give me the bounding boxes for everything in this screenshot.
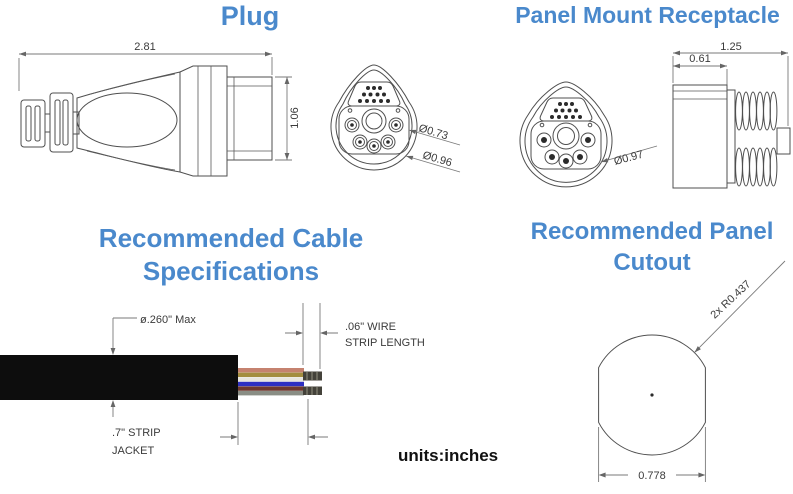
receptacle-outer-dia-text: Ø0.97 <box>613 149 645 168</box>
wire-strip-text-line1: .06" WIRE <box>345 321 396 333</box>
plug-face-view: Ø0.73 Ø0.96 <box>330 64 461 173</box>
cable-section-title: Recommended Cable Specifications <box>78 222 384 288</box>
strip-jacket-text-line1: .7" STRIP <box>112 427 161 439</box>
strip-jacket-dimension: .7" STRIP JACKET <box>112 399 328 457</box>
plug-face-outline <box>330 64 418 171</box>
plug-center-bore <box>361 108 387 134</box>
receptacle-overall-length-text: 1.25 <box>720 41 741 53</box>
receptacle-side-view: 1.25 0.61 <box>672 41 791 189</box>
units-note: units:inches <box>398 446 499 465</box>
plug-signal-pins <box>358 86 390 103</box>
plug-power-sockets <box>344 117 404 154</box>
plug-grip-oval <box>76 92 178 148</box>
cable-wire <box>238 391 304 396</box>
cable-wire <box>238 372 304 377</box>
cable-jacket <box>0 355 238 400</box>
receptacle-body <box>672 84 736 189</box>
receptacle-signal-pins <box>550 102 582 119</box>
cable-wire <box>238 368 304 373</box>
receptacle-face-view: Ø0.97 <box>519 81 658 188</box>
plug-body <box>76 71 181 173</box>
cutout-width-dimension: 0.778 <box>598 427 706 482</box>
wire-strip-length-dimension: .06" WIRE STRIP LENGTH <box>285 303 425 369</box>
wire-strip-text-line2: STRIP LENGTH <box>345 337 425 349</box>
plug-coupling-ring <box>179 65 228 177</box>
plug-length-dim-text: 2.81 <box>134 41 155 53</box>
cable-dia-dimension: ø.260" Max <box>110 314 196 417</box>
cutout-center-mark <box>650 393 654 397</box>
receptacle-rear-terminal <box>776 127 791 155</box>
plug-length-dimension: 2.81 <box>18 41 273 91</box>
receptacle-body-length-text: 0.61 <box>689 53 710 65</box>
receptacle-body-length-dimension: 0.61 <box>673 53 728 85</box>
plug-mating-end <box>226 76 273 161</box>
plug-outer-dia-text: Ø0.96 <box>421 149 453 169</box>
plug-height-dimension: 1.06 <box>275 76 301 161</box>
receptacle-power-sockets <box>536 132 596 169</box>
receptacle-face-outline <box>519 81 613 188</box>
plug-section-title: Plug <box>220 1 280 31</box>
wire-strip-tips <box>303 371 322 395</box>
receptacle-power-socket-block <box>530 120 602 170</box>
cutout-section-title: Recommended Panel Cutout <box>500 216 793 278</box>
cable-title-line2: Specifications <box>142 256 320 286</box>
plug-power-socket-block <box>338 105 410 155</box>
receptacle-overall-length-dimension: 1.25 <box>672 41 789 126</box>
plug-signal-pin-block <box>347 81 401 107</box>
panel-cutout-drawing: 2x R0.437 0.778 <box>598 260 786 482</box>
receptacle-center-bore <box>552 122 580 150</box>
strip-jacket-text-line2: JACKET <box>112 445 154 457</box>
plug-side-view: 2.81 1.06 <box>18 41 301 177</box>
cable-dia-text: ø.260" Max <box>140 314 196 326</box>
plug-strain-relief <box>20 92 80 153</box>
receptacle-signal-pin-block <box>539 97 593 122</box>
cable-wire <box>238 386 304 391</box>
cutout-width-text: 0.778 <box>638 470 666 482</box>
cable-wire <box>238 381 304 387</box>
receptacle-threads <box>735 91 791 187</box>
cutout-radius-dimension: 2x R0.437 <box>694 260 786 353</box>
plug-face-dimensions: Ø0.73 Ø0.96 <box>405 122 461 173</box>
cable-wires <box>238 368 304 396</box>
cutout-shape <box>598 334 706 456</box>
plug-height-dim-text: 1.06 <box>289 107 301 128</box>
cable-title-line1: Recommended Cable <box>98 223 364 253</box>
receptacle-section-title: Panel Mount Receptacle <box>515 2 780 28</box>
plug-socket-circle-dia-text: Ø0.73 <box>417 122 449 142</box>
cable-wire <box>238 377 304 382</box>
cutout-title-line2: Cutout <box>613 249 691 276</box>
cable-drawing: ø.260" Max .06" WIRE STRIP LENGTH .7" ST… <box>0 303 425 457</box>
cutout-title-line1: Recommended Panel <box>530 218 774 245</box>
